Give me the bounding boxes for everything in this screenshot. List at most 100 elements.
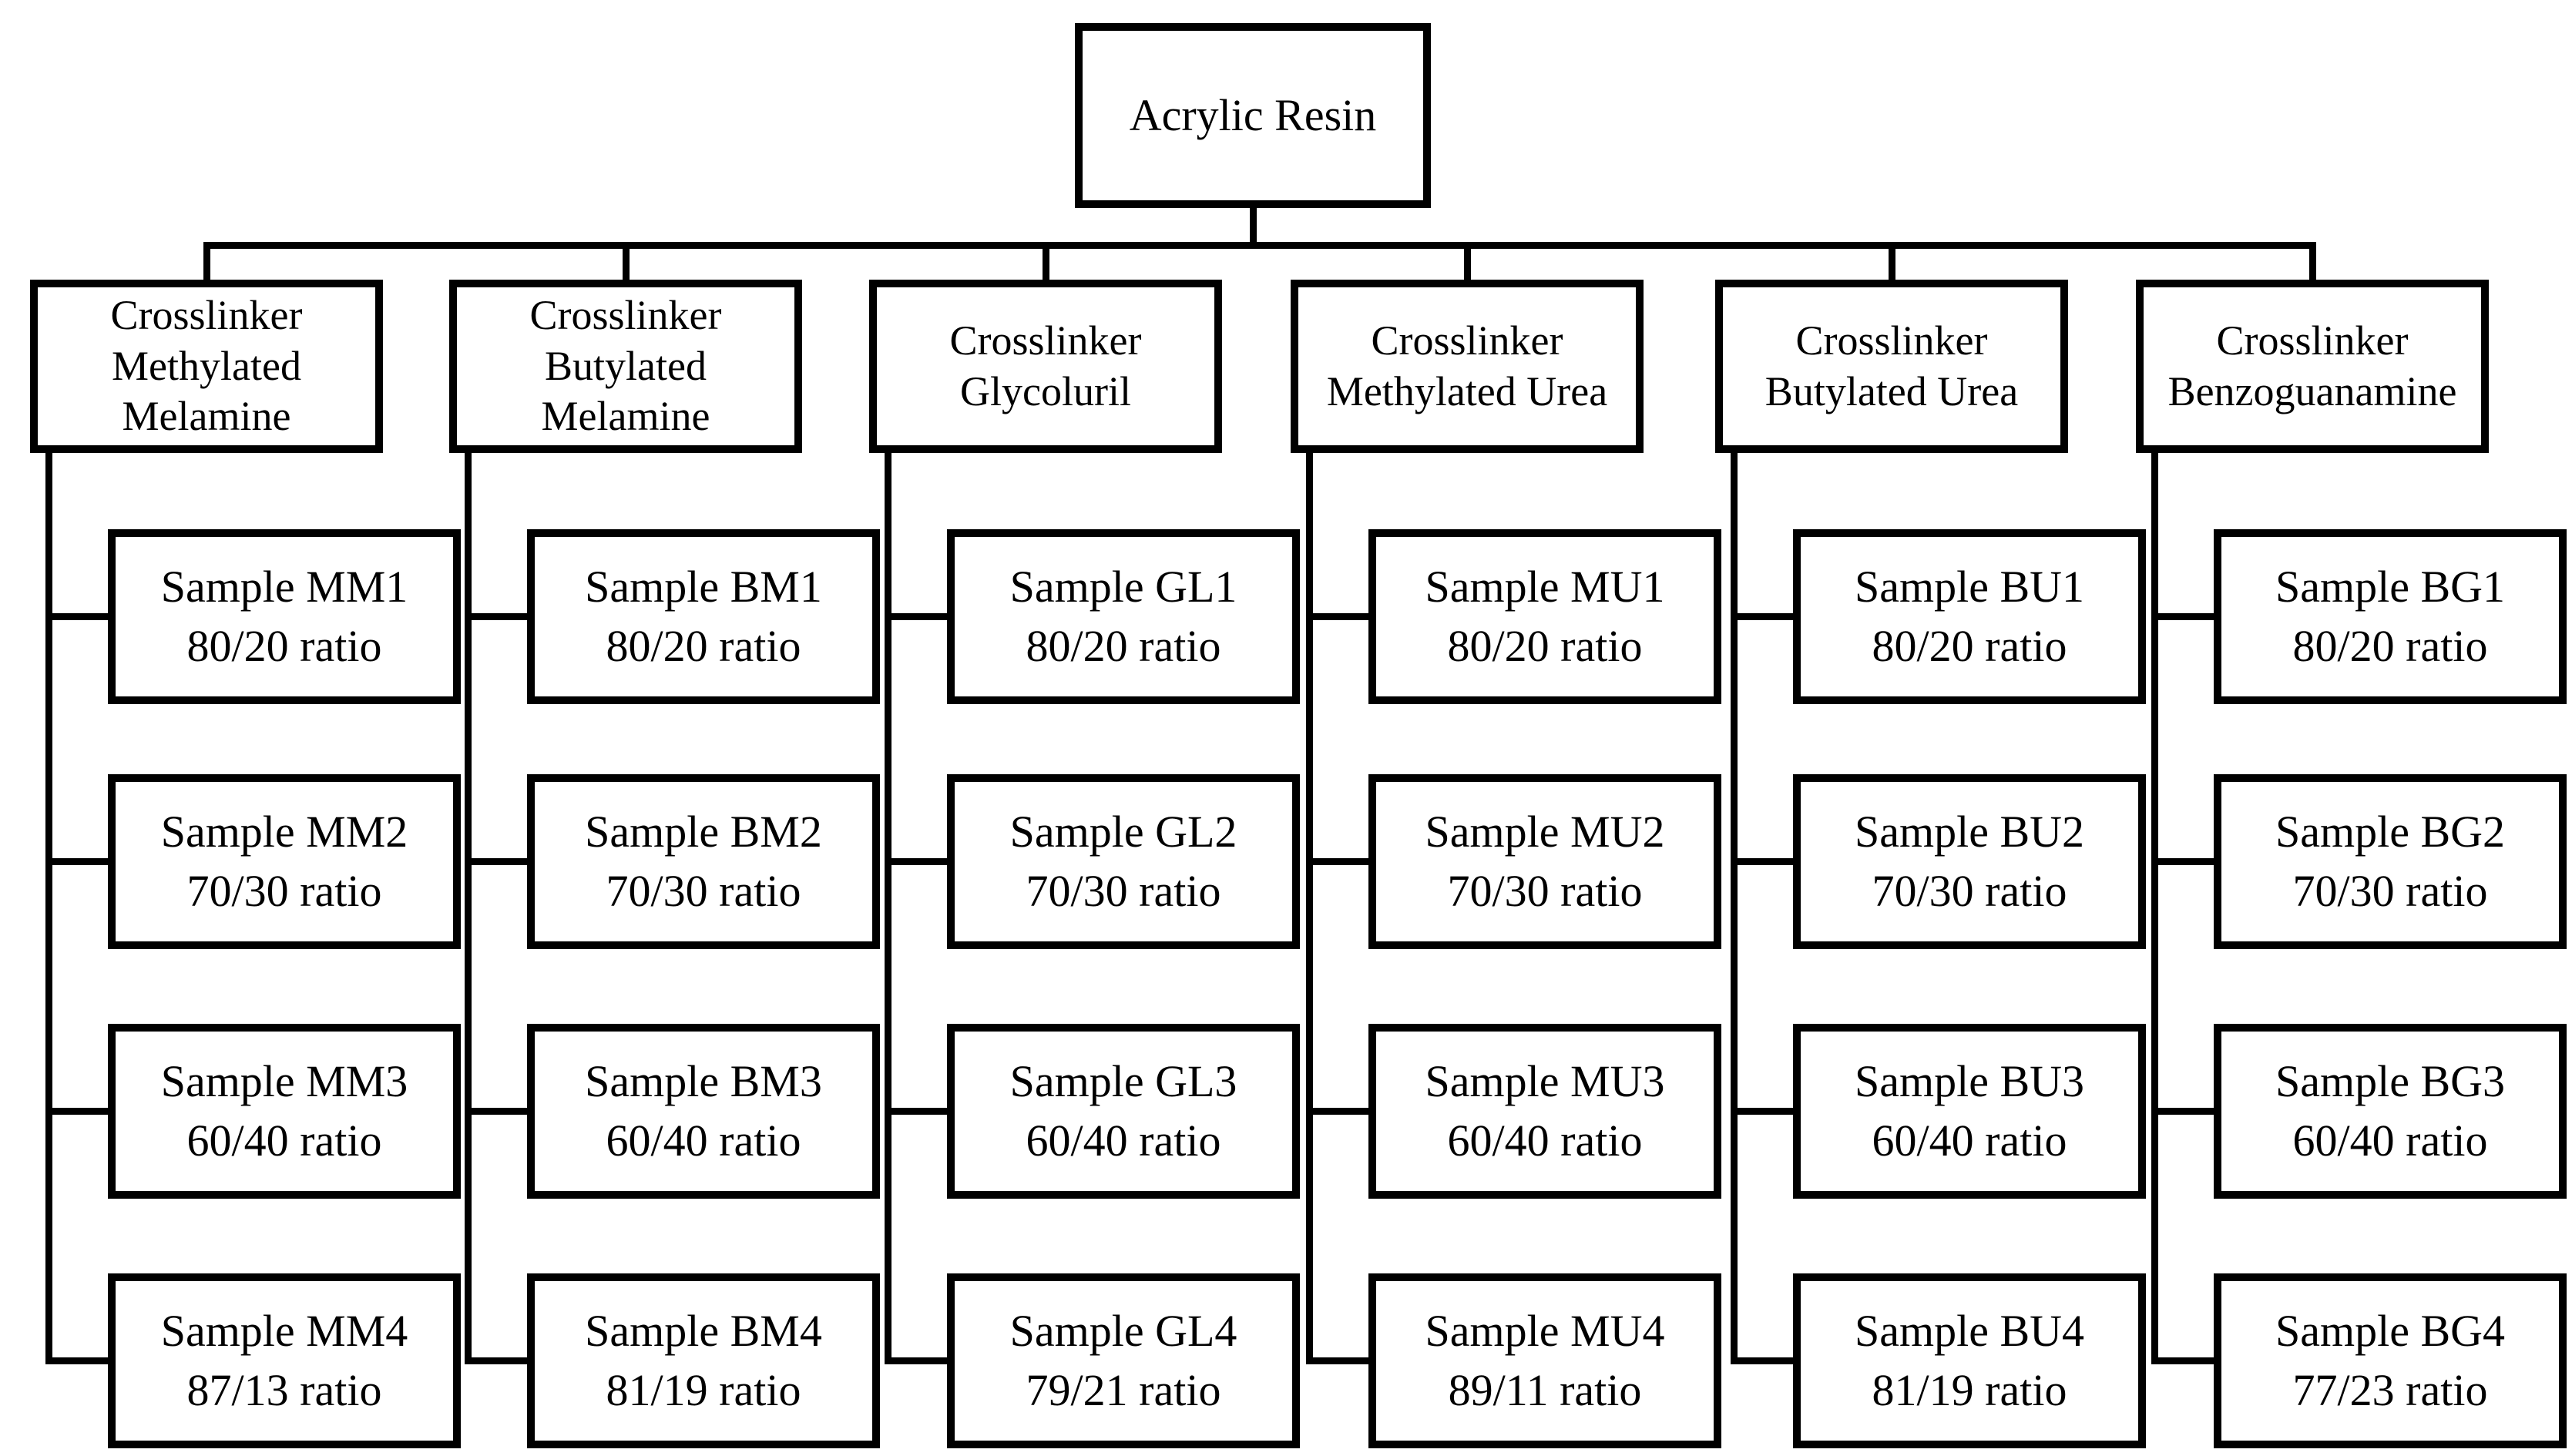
sample-box-mm3: Sample MM3 60/40 ratio xyxy=(108,1024,461,1199)
sample-box-gl3: Sample GL3 60/40 ratio xyxy=(947,1024,1300,1199)
sample-ratio: 80/20 ratio xyxy=(1447,620,1643,671)
sample-box-mm4: Sample MM4 87/13 ratio xyxy=(108,1273,461,1448)
connector-drop-col6 xyxy=(2309,243,2316,281)
sample-name: Sample MU4 xyxy=(1425,1305,1665,1356)
connector-stub-mu1 xyxy=(1306,613,1374,620)
sample-name: Sample BM4 xyxy=(585,1305,822,1356)
connector-rail-col2 xyxy=(465,447,472,1364)
sample-name: Sample BU3 xyxy=(1854,1055,2085,1106)
sample-ratio: 70/30 ratio xyxy=(2292,865,2488,916)
sample-box-gl4: Sample GL4 79/21 ratio xyxy=(947,1273,1300,1448)
sample-name: Sample BU4 xyxy=(1854,1305,2085,1356)
crosslinker-label-line: Crosslinker xyxy=(949,317,1142,364)
sample-name: Sample MM3 xyxy=(160,1055,408,1106)
sample-name: Sample BG3 xyxy=(2275,1055,2506,1106)
connector-stub-bm4 xyxy=(465,1357,532,1364)
connector-drop-col1 xyxy=(203,243,210,281)
sample-ratio: 80/20 ratio xyxy=(606,620,801,671)
crosslinker-label-line: Methylated xyxy=(112,342,301,389)
sample-name: Sample MM1 xyxy=(160,561,408,612)
connector-stub-gl4 xyxy=(885,1357,952,1364)
sample-box-gl1: Sample GL1 80/20 ratio xyxy=(947,529,1300,704)
connector-stub-mu3 xyxy=(1306,1108,1374,1115)
sample-ratio: 87/13 ratio xyxy=(186,1364,382,1415)
connector-stub-bu1 xyxy=(1731,613,1798,620)
sample-name: Sample GL4 xyxy=(1009,1305,1237,1356)
connector-stub-bm3 xyxy=(465,1108,532,1115)
sample-name: Sample MM4 xyxy=(160,1305,408,1356)
crosslinker-label-line: Crosslinker xyxy=(110,291,303,338)
crosslinker-box-methylated-urea: Crosslinker Methylated Urea xyxy=(1291,280,1644,453)
crosslinker-box-glycoluril: Crosslinker Glycoluril xyxy=(869,280,1222,453)
sample-box-mu3: Sample MU3 60/40 ratio xyxy=(1368,1024,1721,1199)
sample-name: Sample GL3 xyxy=(1009,1055,1237,1106)
sample-name: Sample GL2 xyxy=(1009,806,1237,857)
crosslinker-label-line: Melamine xyxy=(122,393,291,440)
connector-drop-col2 xyxy=(623,243,630,281)
sample-ratio: 60/40 ratio xyxy=(1447,1115,1643,1166)
sample-box-bg2: Sample BG2 70/30 ratio xyxy=(2214,774,2567,949)
sample-box-bu1: Sample BU1 80/20 ratio xyxy=(1793,529,2146,704)
sample-ratio: 70/30 ratio xyxy=(1447,865,1643,916)
connector-horizontal-bus xyxy=(203,242,2316,249)
connector-rail-col1 xyxy=(45,447,52,1364)
sample-box-bg4: Sample BG4 77/23 ratio xyxy=(2214,1273,2567,1448)
connector-stub-mm4 xyxy=(45,1357,113,1364)
sample-box-mu4: Sample MU4 89/11 ratio xyxy=(1368,1273,1721,1448)
sample-name: Sample GL1 xyxy=(1009,561,1237,612)
connector-rail-col3 xyxy=(885,447,891,1364)
connector-rail-col6 xyxy=(2151,447,2158,1364)
sample-ratio: 60/40 ratio xyxy=(186,1115,382,1166)
connector-rail-col4 xyxy=(1306,447,1313,1364)
crosslinker-label-line: Glycoluril xyxy=(960,367,1131,414)
sample-name: Sample BG1 xyxy=(2275,561,2506,612)
sample-ratio: 70/30 ratio xyxy=(1872,865,2067,916)
sample-name: Sample BG2 xyxy=(2275,806,2506,857)
sample-box-bm3: Sample BM3 60/40 ratio xyxy=(527,1024,880,1199)
sample-box-mu1: Sample MU1 80/20 ratio xyxy=(1368,529,1721,704)
connector-stub-mm3 xyxy=(45,1108,113,1115)
connector-stub-bg2 xyxy=(2151,858,2219,865)
crosslinker-box-benzoguanamine: Crosslinker Benzoguanamine xyxy=(2136,280,2489,453)
sample-name: Sample MM2 xyxy=(160,806,408,857)
connector-stub-mu2 xyxy=(1306,858,1374,865)
crosslinker-label-line: Methylated Urea xyxy=(1326,367,1608,414)
connector-stub-bg3 xyxy=(2151,1108,2219,1115)
crosslinker-label-line: Crosslinker xyxy=(2216,317,2409,364)
crosslinker-label-line: Crosslinker xyxy=(529,291,722,338)
sample-name: Sample BG4 xyxy=(2275,1305,2506,1356)
sample-name: Sample MU3 xyxy=(1425,1055,1665,1106)
sample-ratio: 70/30 ratio xyxy=(1026,865,1221,916)
sample-box-bm2: Sample BM2 70/30 ratio xyxy=(527,774,880,949)
sample-ratio: 60/40 ratio xyxy=(2292,1115,2488,1166)
connector-stub-gl1 xyxy=(885,613,952,620)
sample-box-bu2: Sample BU2 70/30 ratio xyxy=(1793,774,2146,949)
sample-ratio: 81/19 ratio xyxy=(606,1364,801,1415)
crosslinker-box-butylated-urea: Crosslinker Butylated Urea xyxy=(1715,280,2068,453)
sample-ratio: 70/30 ratio xyxy=(606,865,801,916)
sample-box-mu2: Sample MU2 70/30 ratio xyxy=(1368,774,1721,949)
sample-box-bu3: Sample BU3 60/40 ratio xyxy=(1793,1024,2146,1199)
sample-name: Sample MU2 xyxy=(1425,806,1665,857)
connector-stub-bm1 xyxy=(465,613,532,620)
sample-ratio: 81/19 ratio xyxy=(1872,1364,2067,1415)
sample-ratio: 80/20 ratio xyxy=(1026,620,1221,671)
connector-stub-bu3 xyxy=(1731,1108,1798,1115)
crosslinker-label-line: Butylated xyxy=(545,342,707,389)
sample-box-bg1: Sample BG1 80/20 ratio xyxy=(2214,529,2567,704)
connector-stub-bu2 xyxy=(1731,858,1798,865)
sample-box-mm1: Sample MM1 80/20 ratio xyxy=(108,529,461,704)
connector-stub-gl2 xyxy=(885,858,952,865)
sample-name: Sample BM2 xyxy=(585,806,822,857)
sample-ratio: 60/40 ratio xyxy=(1872,1115,2067,1166)
crosslinker-label-line: Benzoguanamine xyxy=(2167,367,2457,414)
sample-box-bg3: Sample BG3 60/40 ratio xyxy=(2214,1024,2567,1199)
root-box-acrylic-resin: Acrylic Resin xyxy=(1075,23,1431,208)
connector-stub-mu4 xyxy=(1306,1357,1374,1364)
sample-name: Sample BU2 xyxy=(1854,806,2085,857)
sample-box-mm2: Sample MM2 70/30 ratio xyxy=(108,774,461,949)
connector-root-stub xyxy=(1250,206,1257,245)
sample-ratio: 60/40 ratio xyxy=(1026,1115,1221,1166)
connector-stub-mm2 xyxy=(45,858,113,865)
